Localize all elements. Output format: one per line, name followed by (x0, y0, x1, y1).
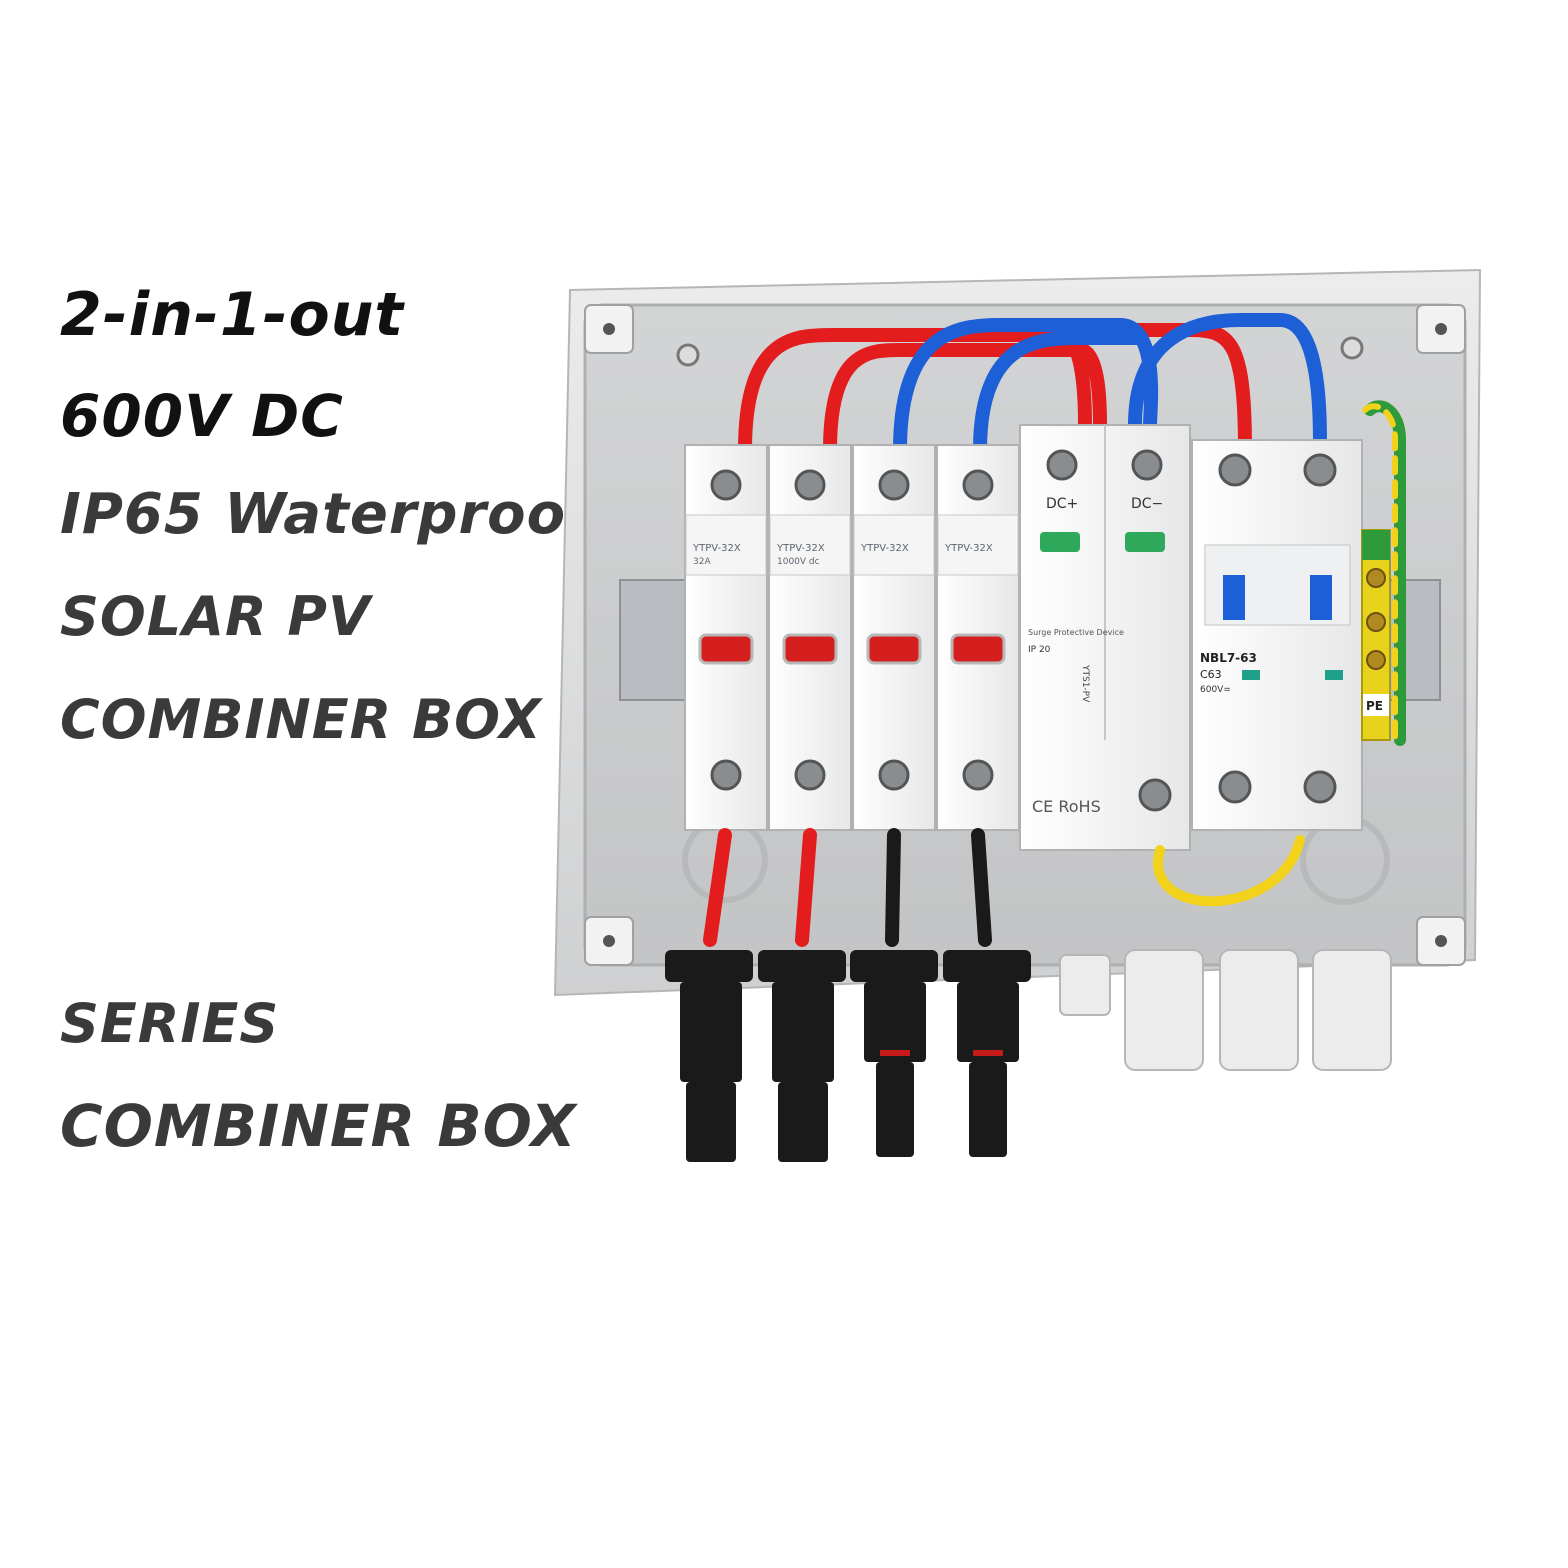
ce-rohs-mark: CE RoHS (1032, 797, 1101, 816)
heading-series: SERIES (60, 992, 280, 1055)
cable-gland-2 (1219, 949, 1299, 1071)
heading-voltage: 600V DC (60, 382, 344, 450)
fuse-holder-2 (768, 444, 852, 831)
cable-glands (1059, 949, 1392, 1071)
fuse-model-label: YTPV-32X (776, 543, 825, 554)
fuse-holders: YTPV-32X 32A YTPV-32X 1000V dc YTPV-32X … (684, 444, 1020, 831)
spd-ip-label: IP 20 (1028, 645, 1051, 655)
cable-gland-1 (1124, 949, 1204, 1071)
surge-protective-device: DC+ DC− Surge Protective Device IP 20 YT… (1019, 424, 1191, 851)
top-wiring (738, 313, 1406, 746)
bottom-wiring (703, 828, 1305, 947)
breaker-voltage-label: 600V= (1200, 685, 1231, 695)
spd-model-label: YTS1-PV (1080, 664, 1090, 703)
dc-plus-label: DC+ (1046, 496, 1078, 512)
fuse-holder-1 (684, 444, 768, 831)
fuse-holder-3 (852, 444, 936, 831)
spd-desc-label: Surge Protective Device (1028, 628, 1124, 637)
fuse-rating-label: 32A (693, 557, 711, 567)
fuse-model-label: YTPV-32X (860, 543, 909, 554)
heading-ip-rating: IP65 Waterproof (60, 482, 592, 547)
vent-plug (1059, 954, 1111, 1016)
combiner-box-photo: YTPV-32X 32A YTPV-32X 1000V dc YTPV-32X … (553, 268, 1482, 1162)
mc4-connector-2 (758, 950, 846, 1162)
heading-combiner-box: COMBINER BOX (60, 688, 542, 751)
mc4-connector-1 (665, 950, 753, 1162)
breaker-toggle-2 (1310, 575, 1332, 620)
mc4-connector-4 (943, 950, 1031, 1157)
dc-minus-label: DC− (1131, 496, 1163, 512)
spd-status-window (1125, 532, 1165, 552)
heading-2-in-1-out: 2-in-1-out (60, 280, 405, 350)
breaker-model-label: NBL7-63 (1200, 651, 1257, 665)
spd-status-window (1040, 532, 1080, 552)
heading-solar-pv: SOLAR PV (60, 585, 371, 648)
breaker-rating-label: C63 (1200, 668, 1222, 681)
mc4-connector-3 (850, 950, 938, 1157)
heading-series-combiner-box: COMBINER BOX (60, 1092, 577, 1160)
screw-holes (603, 323, 1447, 947)
pe-label: PE (1366, 699, 1383, 713)
fuse-holder-4 (936, 444, 1020, 831)
fuse-voltage-label: 1000V dc (777, 557, 820, 567)
mc4-connectors (665, 950, 1031, 1162)
pe-terminal: PE (1361, 529, 1391, 741)
fuse-model-label: YTPV-32X (692, 543, 741, 554)
cable-gland-3 (1312, 949, 1392, 1071)
fuse-model-label: YTPV-32X (944, 543, 993, 554)
circuit-breaker: NBL7-63 C63 600V= (1191, 439, 1363, 831)
breaker-toggle-1 (1223, 575, 1245, 620)
